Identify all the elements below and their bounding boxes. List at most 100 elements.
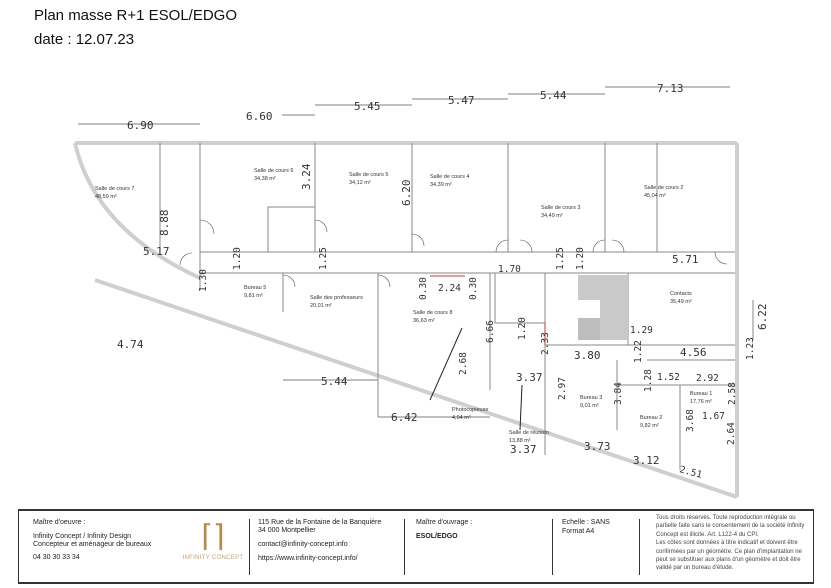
- dimension-label: 1.25: [555, 247, 566, 270]
- room-name: Salle des professeurs: [310, 295, 363, 301]
- room-area: 36,63 m²: [413, 318, 435, 324]
- dimension-label: 6.22: [756, 304, 769, 331]
- dimension-label: 5.71: [672, 253, 699, 266]
- dimension-label: 1.52: [657, 372, 680, 383]
- dimension-label: 2.92: [696, 373, 719, 384]
- mo-label: Maître d'ouvrage :: [416, 519, 473, 526]
- email-link[interactable]: contact@infinity-concept.info: [258, 541, 348, 548]
- dimension-label: 2.64: [726, 422, 737, 445]
- disclaimer-text: Les côtes sont données à titre indicatif…: [656, 540, 802, 572]
- address-line-1: 115 Rue de la Fontaine de la Banquière: [258, 519, 382, 526]
- room-name: Bureau 5: [244, 285, 266, 291]
- room-area: 4,04 m²: [452, 415, 471, 421]
- dimension-label: 3.80: [574, 349, 601, 362]
- room-area: 34,49 m²: [541, 213, 563, 219]
- dimension-label: 1.25: [318, 247, 329, 270]
- dimension-label: 3.37: [516, 371, 543, 384]
- dimension-label: 1.67: [702, 411, 725, 422]
- moe-name: Infinity Concept / Infinity Design: [33, 533, 132, 540]
- dimension-label: 1.22: [633, 340, 644, 363]
- dimension-label: 5.44: [321, 375, 348, 388]
- moe-label: Maître d'oeuvre :: [33, 519, 86, 526]
- dimension-label: 8.88: [158, 210, 171, 237]
- walls: [73, 141, 739, 499]
- room-name: Salle de cours 5: [349, 172, 388, 178]
- dimension-label: 4.56: [680, 346, 707, 359]
- room-area: 45,04 m²: [644, 193, 666, 199]
- room-area: 34,39 m²: [430, 182, 452, 188]
- dimension-label: 7.13: [657, 82, 684, 95]
- dimension-label: 2.97: [557, 377, 568, 400]
- dimension-label: 3.84: [613, 382, 624, 405]
- room-name: Photocopieuse: [452, 407, 488, 413]
- dimension-label: 0.30: [418, 277, 429, 300]
- room-name: Bureau 1: [690, 391, 712, 397]
- room-name: Contacts: [670, 291, 692, 297]
- dimension-label: 3.12: [633, 454, 660, 467]
- room-name: Salle de cours 4: [430, 174, 469, 180]
- plan-date: date : 12.07.23: [34, 31, 135, 48]
- dimension-label: 1.20: [517, 317, 528, 340]
- room-area: 35,49 m²: [670, 299, 692, 305]
- room-name: Salle de cours 2: [644, 185, 683, 191]
- dimension-label: 0.30: [468, 277, 479, 300]
- room-area: 9,81 m²: [244, 293, 263, 299]
- dimension-label: 6.20: [400, 180, 413, 207]
- dimension-label: 6.66: [485, 320, 496, 343]
- website-link[interactable]: https://www.infinity-concept.info/: [258, 555, 358, 562]
- copyright-text: Tous droits réservés. Toute reproduction…: [656, 515, 805, 538]
- room-name: Salle de réunion: [509, 430, 549, 436]
- room-area: 34,12 m²: [349, 180, 371, 186]
- dimension-label: 1.23: [745, 337, 756, 360]
- room-name: Salle de cours 8: [413, 310, 452, 316]
- company-logo: ⌈⌉ INFINITY CONCEPT: [182, 520, 244, 561]
- mo-name: ESOL/EDGO: [416, 533, 458, 540]
- room-area: 48,59 m²: [95, 194, 117, 200]
- dimension-label: 1.30: [198, 269, 209, 292]
- dimension-label: 2.68: [458, 352, 469, 375]
- plan-title: Plan masse R+1 ESOL/EDGO: [34, 7, 237, 24]
- room-area: 34,38 m²: [254, 176, 276, 182]
- dimension-label: 6.60: [246, 110, 273, 123]
- dimension-label: 6.90: [127, 119, 154, 132]
- dimension-label: 5.44: [540, 89, 567, 102]
- room-area: 9,82 m²: [640, 423, 659, 429]
- dimension-label: 1.70: [498, 264, 521, 275]
- room-area: 17,76 m²: [690, 399, 712, 405]
- dimension-label: 2.58: [727, 382, 738, 405]
- dimension-lines: [78, 86, 754, 418]
- contractor-info: Maître d'oeuvre : Infinity Concept / Inf…: [33, 519, 151, 565]
- dimension-label: 4.74: [117, 338, 144, 351]
- room-area: 20,01 m²: [310, 303, 332, 309]
- dimension-label: 1.20: [232, 247, 243, 270]
- dimension-label: 2.24: [438, 283, 461, 294]
- dimension-label: 3.24: [300, 163, 313, 190]
- dimension-label: 1.20: [575, 247, 586, 270]
- room-name: Bureau 2: [640, 415, 662, 421]
- room-area: 13,88 m²: [509, 438, 531, 444]
- dimension-label: 5.45: [354, 100, 381, 113]
- dimension-label: 1.28: [643, 369, 654, 392]
- room-name: Bureau 3: [580, 395, 602, 401]
- dimension-labels: 6.90 6.60 5.45 5.47 5.44 7.13 3.24 6.20 8.88 5.17…: [117, 82, 769, 481]
- room-labels: Salle de cours 7 48,59 m² Salle de cours …: [95, 168, 712, 444]
- address-line-2: 34 000 Montpellier: [258, 527, 316, 534]
- contact-info: 115 Rue de la Fontaine de la Banquière 3…: [258, 519, 381, 566]
- room-name: Salle de cours 6: [254, 168, 293, 174]
- phone: 04 30 30 33 34: [33, 554, 80, 561]
- floor-plan: Salle de cours 7 48,59 m² Salle de cours …: [73, 82, 769, 499]
- dimension-label: 5.47: [448, 94, 475, 107]
- room-area: 9,01 m²: [580, 403, 599, 409]
- dimension-label: 5.17: [143, 245, 170, 258]
- dimension-label: 6.42: [391, 411, 418, 424]
- dimension-label: 3.68: [685, 409, 696, 432]
- room-name: Salle de cours 7: [95, 186, 134, 192]
- format: Format A4: [562, 528, 595, 535]
- scale-info: Echelle : SANS Format A4: [562, 519, 610, 539]
- dimension-label: 2.33: [540, 332, 551, 355]
- moe-description: Concepteur et aménageur de bureaux: [33, 541, 152, 548]
- title-block: Maître d'oeuvre : Infinity Concept / Inf…: [18, 509, 814, 584]
- legal-notice: Tous droits réservés. Toute reproduction…: [656, 514, 811, 573]
- dimension-label: 3.73: [584, 440, 611, 453]
- room-name: Salle de cours 3: [541, 205, 580, 211]
